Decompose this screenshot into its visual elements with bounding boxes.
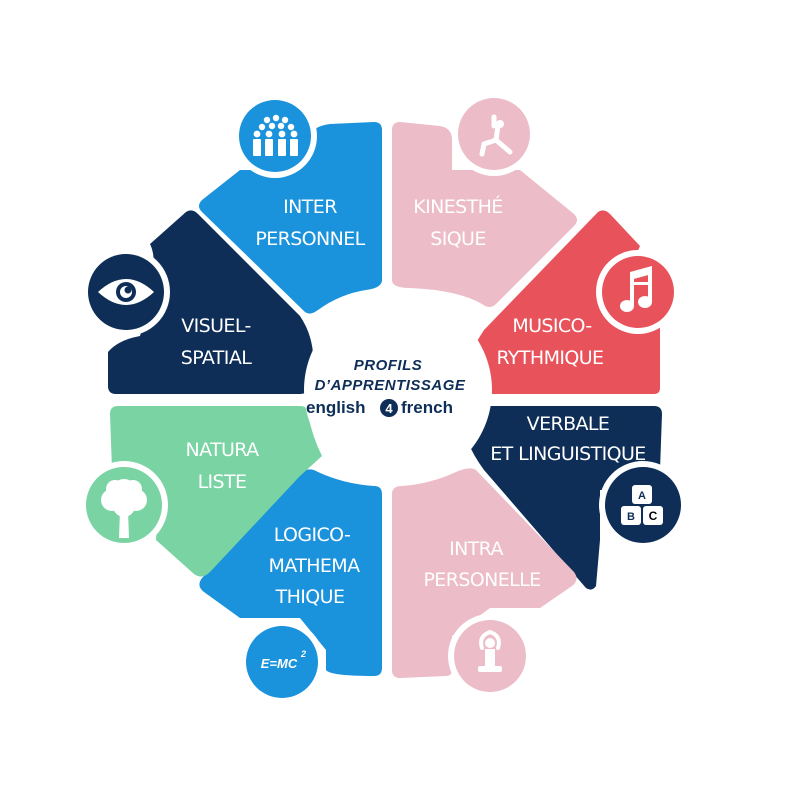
segment-verbale-linguistique[interactable]: VERBALE ET LINGUISTIQUE [462,406,662,590]
svg-text:2: 2 [300,649,306,659]
meditation-icon [448,614,532,698]
label-visuel-line1: VISUEL- [181,315,250,337]
label-musico-line1: MUSICO- [512,315,591,337]
tree-icon [80,461,168,549]
brand-logo: english 4 french [306,398,453,417]
music-note-icon [596,250,680,334]
svg-text:E=MC: E=MC [261,656,298,671]
label-interpersonnel-line1: INTER [283,196,337,218]
segment-logico-mathematique[interactable]: LOGICO- MATHEMA THIQUE [199,469,382,676]
label-verbale-line1: VERBALE [527,413,610,435]
abc-blocks-icon: A B C [599,461,687,549]
brand-number: 4 [385,401,393,416]
label-intra-line2: PERSONELLE [423,569,540,591]
brand-number-badge [380,399,398,417]
hub-title-line1: PROFILS [354,357,423,374]
emc2-icon: E=MC 2 [240,620,324,704]
label-visuel-line2: SPATIAL [181,347,252,369]
segment-kinesthesique[interactable]: KINESTHÉ SIQUE [392,122,577,307]
people-group-icon [233,94,317,178]
segment-musico-rythmique[interactable]: MUSICO- RYTHMIQUE [462,210,660,394]
label-naturaliste-line2: LISTE [198,471,247,493]
label-naturaliste-line1: NATURA [185,439,259,461]
svg-text:A: A [638,490,646,502]
label-kinesthesique-line2: SIQUE [430,228,486,250]
yoga-pose-icon [452,92,536,176]
label-kinesthesique-line1: KINESTHÉ [413,195,502,218]
segment-naturaliste[interactable]: NATURA LISTE [110,406,322,577]
svg-text:C: C [649,509,658,523]
label-logico-line3: THIQUE [275,586,345,608]
hub-title-line2: D’APPRENTISSAGE [315,377,466,394]
label-logico-line1: LOGICO- [274,524,351,546]
label-musico-line2: RYTHMIQUE [497,347,604,369]
center-hub: PROFILS D’APPRENTISSAGE english 4 french [304,296,492,484]
segment-intrapersonelle[interactable]: INTRA PERSONELLE [392,468,577,678]
segment-visuel-spatial[interactable]: VISUEL- SPATIAL [108,210,314,394]
label-interpersonnel-line2: PERSONNEL [255,228,365,250]
svg-text:B: B [627,511,635,523]
brand-text-french: french [401,398,453,417]
label-logico-line2: MATHEMA [268,555,360,577]
brand-text-english: english [306,398,366,417]
segment-interpersonnel[interactable]: INTER PERSONNEL [199,122,382,314]
label-intra-line1: INTRA [449,538,503,560]
label-verbale-line2: ET LINGUISTIQUE [490,443,645,465]
eye-icon [82,248,170,336]
